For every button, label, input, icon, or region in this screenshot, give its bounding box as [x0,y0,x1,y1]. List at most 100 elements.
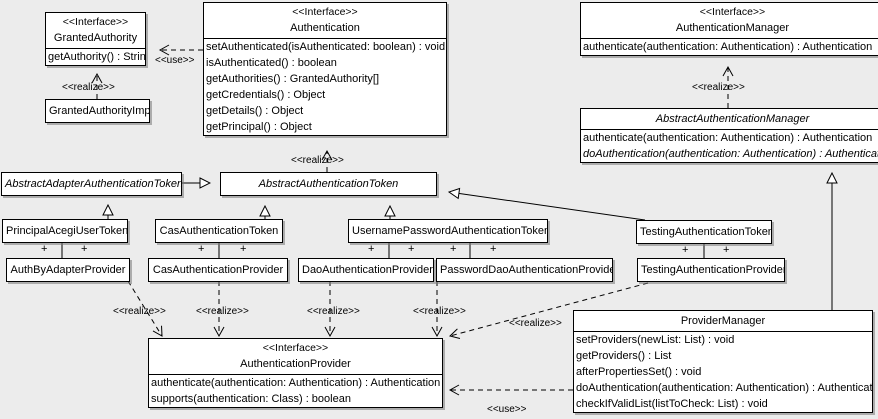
class-abstract-authentication-token[interactable]: AbstractAuthenticationToken [220,172,437,196]
class-name: AuthByAdapterProvider [10,264,126,276]
class-name: PrincipalAcegiUserToken [6,225,128,237]
operations-compartment: setProviders(newList: List) : void getPr… [574,332,872,412]
edge-label-realize-provider-5: <<realize>> [509,318,562,329]
class-header: <<Interface>> Authentication [204,3,446,38]
class-header: TestingAuthenticationToken [637,221,771,243]
operation: setProviders(newList: List) : void [576,334,735,346]
class-dao-authentication-provider[interactable]: DaoAuthenticationProvider [298,258,434,282]
operation: authenticate(authentication: Authenticat… [583,132,873,144]
class-name: AbstractAdapterAuthenticationToken [5,178,182,190]
edge-label-realize-granted-authority: <<realize>> [62,82,115,93]
class-name: CasAuthenticationProvider [152,264,284,276]
edge-label-use-top: <<use>> [155,55,195,66]
class-username-password-authentication-token[interactable]: UsernamePasswordAuthenticationToken [348,219,548,243]
operation: getDetails() : Object [206,105,304,117]
class-header: AbstractAdapterAuthenticationToken [2,173,181,195]
class-authentication[interactable]: <<Interface>> Authentication setAuthenti… [203,2,447,136]
edge-label-realize-provider-2: <<realize>> [196,306,249,317]
stereotype-label: <<Interface>> [292,6,358,18]
operation: setAuthenticated(isAuthenticated: boolea… [206,41,446,53]
class-testing-authentication-token[interactable]: TestingAuthenticationToken [636,220,772,244]
compartment-divider [149,374,442,375]
operation-abstract: doAuthentication(authentication: Authent… [583,148,878,160]
operation: getPrincipal() : Object [206,121,312,133]
class-header: <<Interface>> AuthenticationProvider [149,339,442,374]
plus-marker: + [682,244,689,256]
plus-marker: + [240,243,247,255]
class-principal-acegi-user-token[interactable]: PrincipalAcegiUserToken [2,219,128,243]
class-header: CasAuthenticationProvider [149,259,287,281]
class-header: PrincipalAcegiUserToken [3,220,127,242]
plus-marker: + [490,243,497,255]
compartment-divider [46,48,145,49]
class-name: GrantedAuthority [53,32,138,44]
operation: getAuthorities() : GrantedAuthority[] [206,73,380,85]
operations-compartment: setAuthenticated(isAuthenticated: boolea… [204,39,446,135]
compartment-divider [581,38,878,39]
plus-marker: + [408,243,415,255]
class-header: <<Interface>> AuthenticationManager [581,3,878,38]
edge-label-realize-provider-3: <<realize>> [307,306,360,317]
class-name: AuthenticationProvider [240,358,351,370]
operation: checkIfValidList(listToCheck: List) : vo… [576,398,768,410]
class-header: ProviderManager [574,311,872,331]
class-abstract-authentication-manager[interactable]: AbstractAuthenticationManager authentica… [580,108,878,163]
class-authentication-provider[interactable]: <<Interface>> AuthenticationProvider aut… [148,338,443,408]
edge-label-realize-provider-1: <<realize>> [113,306,166,317]
class-cas-authentication-provider[interactable]: CasAuthenticationProvider [148,258,288,282]
class-name: GrantedAuthorityImpl [49,105,150,117]
plus-marker: + [41,243,48,255]
class-header: AbstractAuthenticationToken [221,173,436,195]
stereotype-label: <<Interface>> [262,342,329,354]
compartment-divider [574,331,872,332]
edge-label-realize-authentication: <<realize>> [291,155,344,166]
operations-compartment: authenticate(authentication: Authenticat… [581,39,878,55]
class-provider-manager[interactable]: ProviderManager setProviders(newList: Li… [573,310,873,413]
class-granted-authority[interactable]: <<Interface>> GrantedAuthority getAuthor… [45,12,146,66]
edge-label-realize-provider-4: <<realize>> [413,306,466,317]
class-name: TestingAuthenticationProvider [641,264,785,276]
class-cas-authentication-token[interactable]: CasAuthenticationToken [155,219,283,243]
class-name: DaoAuthenticationProvider [302,264,433,276]
class-abstract-adapter-authentication-token[interactable]: AbstractAdapterAuthenticationToken [1,172,182,196]
class-name: CasAuthenticationToken [159,225,279,237]
class-header: UsernamePasswordAuthenticationToken [349,220,547,242]
operation: getProviders() : List [576,350,672,362]
class-name: AbstractAuthenticationToken [258,178,399,190]
class-authentication-manager[interactable]: <<Interface>> AuthenticationManager auth… [580,2,878,56]
operation: supports(authentication: Class) : boolea… [151,393,351,405]
class-testing-authentication-provider[interactable]: TestingAuthenticationProvider [637,258,785,282]
class-name: ProviderManager [680,315,766,327]
class-header: CasAuthenticationToken [156,220,282,242]
class-granted-authority-impl[interactable]: GrantedAuthorityImpl [45,99,150,123]
class-password-dao-authentication-provider[interactable]: PasswordDaoAuthenticationProvider [436,258,613,282]
class-name: Authentication [290,22,360,34]
plus-marker: + [198,243,205,255]
stereotype-label: <<Interface>> [62,16,129,28]
class-header: AuthByAdapterProvider [7,259,129,281]
edge-label-use-bottom: <<use>> [487,404,527,415]
operation: getCredentials() : Object [206,89,326,101]
operation: afterPropertiesSet() : void [576,366,702,378]
operation: authenticate(authentication: Authenticat… [151,377,441,389]
plus-marker: + [368,243,375,255]
plus-marker: + [81,243,88,255]
class-name: PasswordDaoAuthenticationProvider [440,264,613,276]
class-header: GrantedAuthorityImpl [46,100,149,122]
class-name: AbstractAuthenticationManager [655,113,810,125]
operation: authenticate(authentication: Authenticat… [583,41,873,53]
operations-compartment: authenticate(authentication: Authenticat… [149,375,442,407]
operation: getAuthority() : String [48,51,146,63]
plus-marker: + [450,243,457,255]
class-name: AuthenticationManager [675,22,790,34]
compartment-divider [204,38,446,39]
class-auth-by-adapter-provider[interactable]: AuthByAdapterProvider [6,258,130,282]
operation: doAuthentication(authentication: Authent… [576,382,873,394]
compartment-divider [581,129,878,130]
plus-marker: + [723,244,730,256]
class-header: DaoAuthenticationProvider [299,259,433,281]
class-name: TestingAuthenticationToken [640,226,772,238]
class-header: PasswordDaoAuthenticationProvider [437,259,612,281]
edge-label-realize-manager: <<realize>> [692,82,745,93]
